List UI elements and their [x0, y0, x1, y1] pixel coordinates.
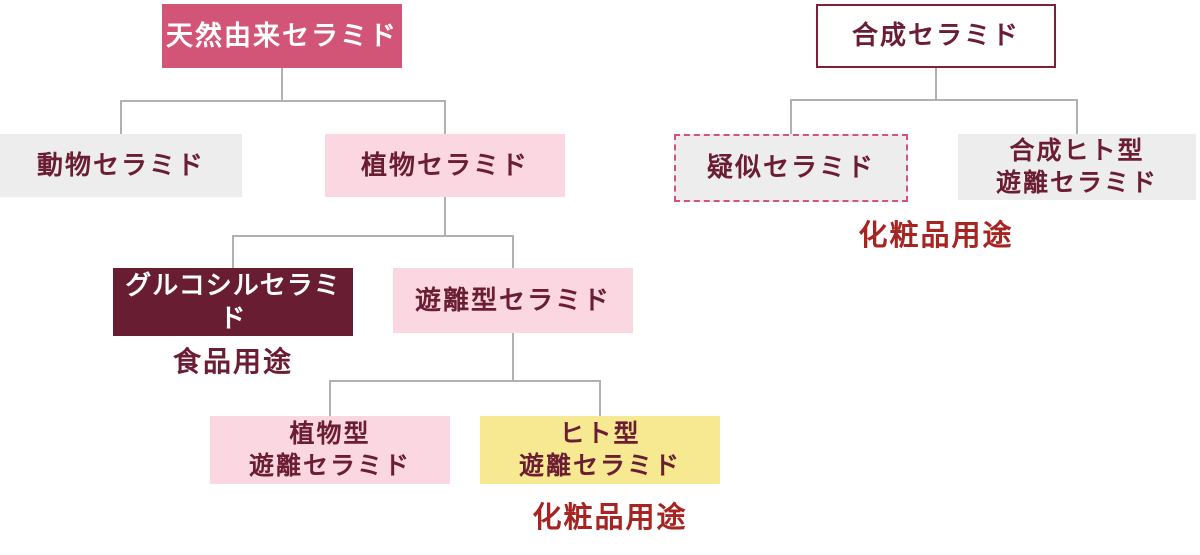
- label-cosmetic-use-left: 化粧品用途: [532, 502, 688, 534]
- node-label-line1: 合成ヒト型: [1009, 137, 1145, 165]
- node-label-line1: 植物型: [289, 420, 371, 448]
- connector-line: [232, 235, 234, 268]
- node-label: 天然由来セラミド: [166, 20, 398, 51]
- connector-line: [120, 100, 446, 102]
- connector-line: [512, 333, 514, 382]
- node-label: グルコシルセラミド: [125, 269, 341, 333]
- connector-line: [790, 99, 1078, 101]
- connector-line: [232, 235, 514, 237]
- connector-line: [329, 380, 601, 382]
- node-human-free-ceramide: ヒト型 遊離セラミド: [480, 416, 720, 484]
- node-label-line2: 遊離セラミド: [518, 452, 681, 480]
- node-label-line1: ヒト型: [559, 420, 641, 448]
- connector-line: [329, 380, 331, 416]
- node-natural-ceramide: 天然由来セラミド: [162, 4, 402, 68]
- label-cosmetic-use-right: 化粧品用途: [858, 220, 1014, 252]
- node-plant-free-ceramide: 植物型 遊離セラミド: [210, 416, 450, 484]
- label-food-use: 食品用途: [172, 346, 293, 377]
- node-label: 合成セラミド: [851, 20, 1020, 51]
- connector-line: [444, 100, 446, 134]
- node-label-line2: 遊離セラミド: [248, 452, 411, 480]
- connector-line: [281, 68, 283, 102]
- connector-line: [512, 235, 514, 268]
- node-synthetic-ceramide: 合成セラミド: [816, 4, 1056, 68]
- node-label: 植物セラミド: [360, 149, 529, 180]
- node-label: 疑似セラミド: [706, 152, 875, 183]
- node-label-line2: 遊離セラミド: [995, 169, 1158, 197]
- node-pseudo-ceramide: 疑似セラミド: [674, 134, 908, 202]
- node-label: 動物セラミド: [36, 149, 205, 180]
- node-glucosyl-ceramide: グルコシルセラミド: [113, 268, 353, 336]
- node-free-type-ceramide: 遊離型セラミド: [393, 268, 633, 333]
- connector-line: [935, 68, 937, 101]
- connector-line: [790, 99, 792, 134]
- node-plant-ceramide: 植物セラミド: [325, 134, 565, 197]
- connector-line: [120, 100, 122, 134]
- connector-line: [1076, 99, 1078, 134]
- node-animal-ceramide: 動物セラミド: [0, 134, 242, 197]
- connector-line: [599, 380, 601, 416]
- connector-line: [444, 197, 446, 237]
- node-synthetic-human-free-ceramide: 合成ヒト型 遊離セラミド: [958, 134, 1196, 200]
- node-label: 遊離型セラミド: [414, 284, 611, 315]
